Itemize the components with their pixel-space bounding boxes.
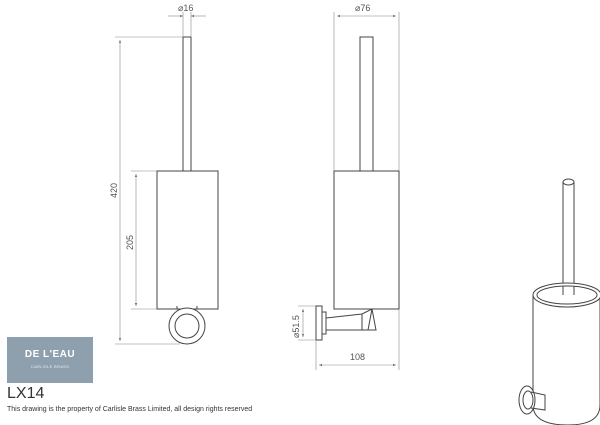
logo-subtext: CARLISLE BRASS — [30, 364, 70, 369]
iso-rod — [562, 178, 575, 295]
property-notice: This drawing is the property of Carlisle… — [7, 406, 253, 413]
product-code: LX14 — [7, 385, 45, 402]
side-wall-bracket — [315, 305, 377, 341]
front-rod — [182, 36, 192, 172]
holder-diameter-label: ⌀76 — [355, 3, 370, 13]
projection-label: 108 — [350, 352, 365, 362]
iso-wall-bracket — [518, 385, 546, 415]
side-holder — [333, 170, 400, 310]
brand-logo: DE L'EAU CARLISLE BRASS — [7, 337, 93, 383]
front-wall-bracket — [168, 306, 206, 345]
iso-holder — [532, 282, 600, 425]
holder-height-label: 205 — [125, 235, 135, 250]
logo-wordmark: DE L'EAU — [24, 349, 76, 360]
isometric-view — [518, 178, 600, 425]
front-view — [156, 36, 219, 345]
overall-height-label: 420 — [109, 183, 119, 198]
front-holder — [156, 170, 219, 310]
side-rod — [359, 36, 374, 172]
rod-diameter-label: ⌀16 — [178, 3, 193, 13]
side-dimensions — [298, 12, 400, 370]
bracket-diameter-label: ⌀51.5 — [291, 315, 301, 338]
side-view — [315, 36, 400, 341]
front-dimensions — [115, 12, 206, 345]
